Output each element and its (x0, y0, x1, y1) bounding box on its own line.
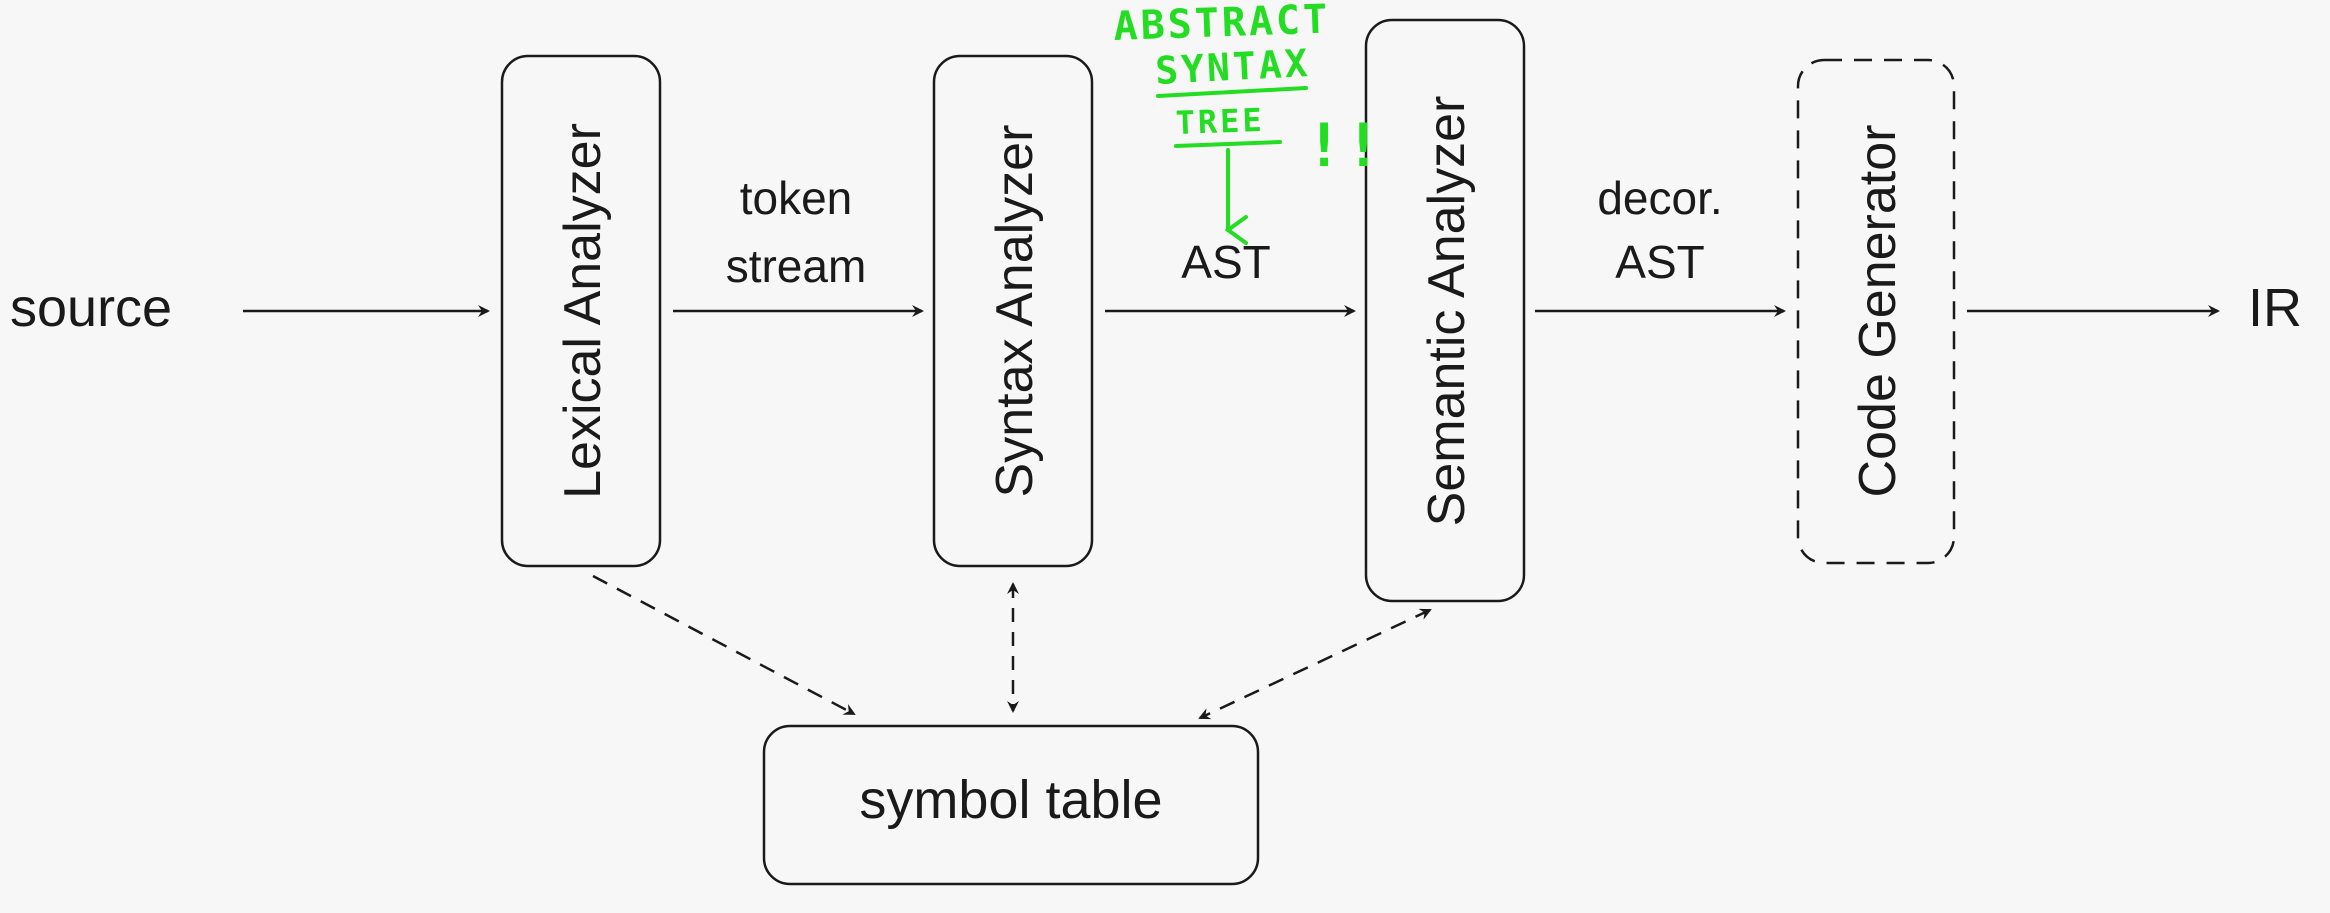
source-label: source (10, 278, 172, 338)
edge-label-stream: stream (726, 240, 867, 292)
annotation-underline-2 (1174, 140, 1282, 148)
edge-label-token: token (740, 172, 853, 224)
dashed-arrow-lexical-to-symtable (592, 574, 856, 716)
symbol-table-box: symbol table (762, 724, 1260, 886)
edge-label-decor: decor. (1597, 172, 1722, 224)
annotation-line-syntax: SYNTAX (1154, 41, 1311, 93)
annotation-exclamation: !! (1306, 111, 1384, 181)
stage-code-generator: Code Generator (1796, 58, 1956, 565)
symbol-table-label: symbol table (859, 770, 1162, 830)
ir-output-label: IR (2248, 278, 2302, 338)
stage-lexical-analyzer: Lexical Analyzer (500, 54, 662, 568)
handwritten-annotation: ABSTRACT SYNTAX TREE !! (1113, 0, 1384, 245)
annotation-line-tree: TREE (1175, 101, 1265, 142)
annotation-underline-1 (1156, 86, 1308, 98)
stage-label-lexical: Lexical Analyzer (554, 123, 612, 499)
stage-syntax-analyzer: Syntax Analyzer (932, 54, 1094, 568)
stage-label-syntax: Syntax Analyzer (986, 125, 1044, 498)
stage-semantic-analyzer: Semantic Analyzer (1364, 18, 1526, 603)
edge-label-ast: AST (1181, 236, 1270, 288)
annotation-line-abstract: ABSTRACT (1113, 0, 1331, 50)
dashed-arrow-semantic-symtable (1198, 608, 1432, 720)
stage-label-semantic: Semantic Analyzer (1418, 96, 1476, 527)
edge-label-decor-ast: AST (1615, 236, 1704, 288)
stage-label-codegen: Code Generator (1849, 125, 1907, 498)
